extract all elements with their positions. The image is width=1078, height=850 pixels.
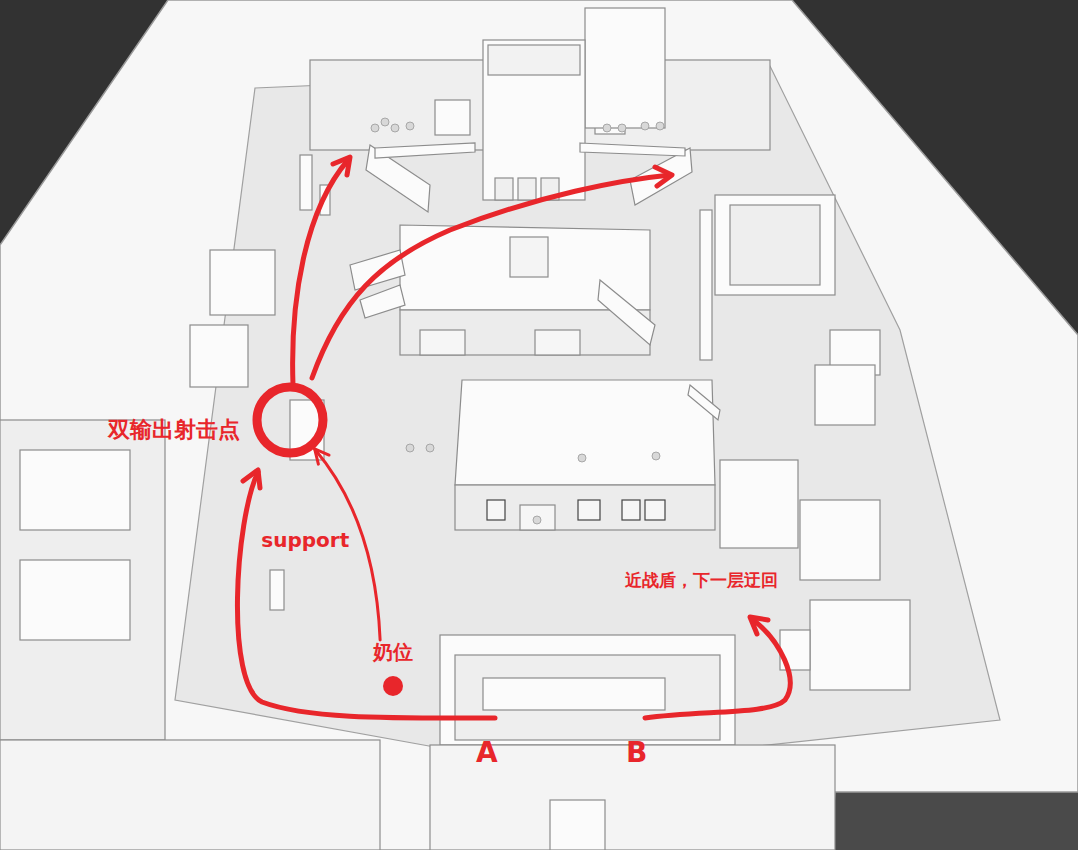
map-circle — [406, 122, 414, 130]
note-label: B — [626, 736, 647, 770]
note-label: A — [476, 736, 498, 770]
map-rect — [455, 485, 715, 530]
map-rect — [20, 450, 130, 530]
map-path — [312, 175, 670, 378]
map-circle — [533, 516, 541, 524]
map-circle — [381, 118, 389, 126]
map-polygon — [350, 250, 405, 290]
map-polygon — [830, 792, 1078, 850]
map-rect — [420, 330, 465, 355]
map-circle — [603, 124, 611, 132]
ring-circle — [257, 387, 323, 453]
map-polyline — [655, 167, 672, 186]
map-circle — [391, 124, 399, 132]
map-rect — [810, 600, 910, 690]
marker-label: 奶位 — [373, 640, 413, 664]
map-rect — [0, 740, 380, 850]
map-rect — [518, 178, 536, 200]
figures — [371, 118, 664, 524]
map-rect — [622, 500, 640, 520]
point-label: 双输出射击点 — [108, 417, 240, 443]
map-rect — [535, 330, 580, 355]
map-rect — [495, 178, 513, 200]
top-room — [310, 8, 770, 212]
entrance — [0, 635, 835, 850]
map-rect — [483, 40, 585, 200]
map-rect — [815, 365, 875, 425]
map-path — [645, 619, 790, 718]
note-label: 近战盾，下一层迂回 — [625, 570, 778, 590]
map-rect — [520, 505, 555, 530]
map-rect — [720, 460, 798, 548]
route-arrows — [237, 157, 790, 718]
dot-circle — [383, 676, 403, 696]
map-rect — [510, 237, 548, 277]
position-marker: 奶位 — [365, 640, 421, 698]
map-rect — [440, 635, 735, 745]
target-ring: 双输出射击点 — [252, 382, 328, 458]
marker-shape — [252, 382, 328, 458]
map-rect — [300, 155, 312, 210]
map-rect — [190, 325, 248, 387]
map-rect — [488, 45, 580, 75]
map-rect — [800, 500, 880, 580]
map-rect — [0, 420, 165, 740]
map-polygon — [455, 380, 715, 485]
map-circle — [406, 444, 414, 452]
map-rect — [550, 800, 605, 850]
map-polyline — [333, 157, 350, 175]
map-circle — [652, 452, 660, 460]
map-circle — [641, 122, 649, 130]
map-rect — [700, 210, 712, 360]
edge-label: support — [261, 528, 349, 552]
map-polygon — [580, 143, 685, 156]
map-rect — [400, 310, 650, 355]
map-polyline — [750, 617, 768, 634]
lower-building — [455, 380, 720, 530]
map-rect — [210, 250, 275, 315]
map-polygon — [598, 280, 655, 345]
map-polygon — [175, 66, 1000, 748]
map-rect — [487, 500, 505, 520]
map-path — [237, 472, 495, 718]
map-rect — [715, 195, 835, 295]
map-polygon — [375, 143, 475, 158]
map-rect — [645, 500, 665, 520]
map-rect — [20, 560, 130, 640]
map-circle — [426, 444, 434, 452]
map-rect — [455, 655, 720, 740]
map-rect — [578, 500, 600, 520]
map-circle — [656, 122, 664, 130]
map-circle — [578, 454, 586, 462]
map-polyline — [243, 470, 260, 488]
map-circle — [618, 124, 626, 132]
upper-building — [350, 225, 655, 355]
map-rect — [270, 570, 284, 610]
map-rect — [730, 205, 820, 285]
map-rect — [585, 8, 665, 128]
map-polygon — [688, 385, 720, 420]
map-circle — [371, 124, 379, 132]
map-polygon — [360, 285, 405, 318]
map-rect — [435, 100, 470, 135]
map-rect — [483, 678, 665, 710]
arrow-head — [315, 449, 329, 464]
